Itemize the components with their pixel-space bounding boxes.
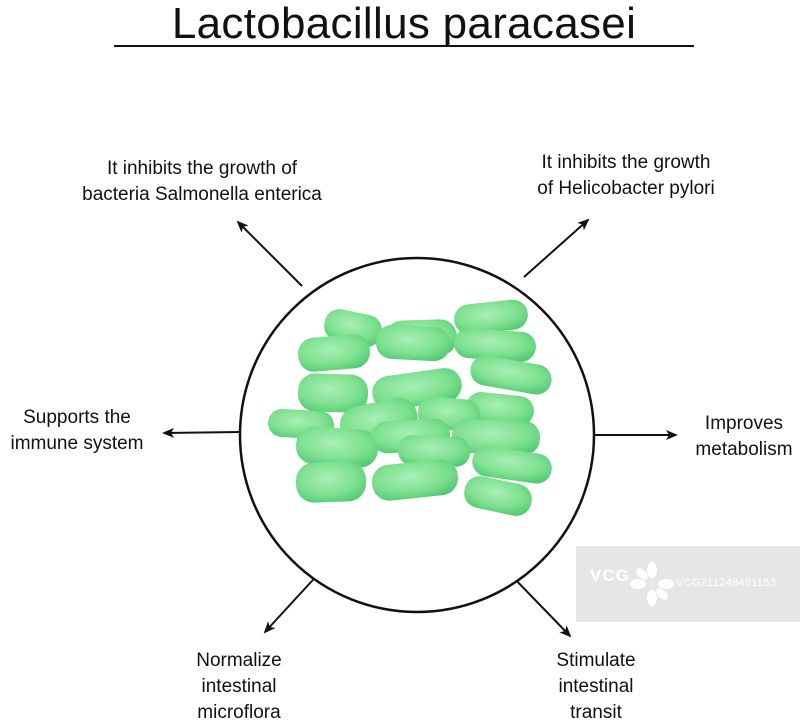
label-top-right: It inhibits the growth of Helicobacter p…: [537, 150, 714, 202]
label-bottom-left: Normalize intestinal microflora: [196, 648, 282, 726]
bacterium: [470, 355, 552, 395]
arrow-bottom-right: [507, 571, 572, 638]
arrow-top-left: [236, 220, 303, 287]
watermark: VCG VCG211249491153: [576, 546, 800, 622]
bacterium: [451, 419, 541, 455]
bacterium: [454, 328, 536, 362]
watermark-id: VCG211249491153: [676, 577, 777, 589]
bacterium: [297, 373, 369, 413]
label-line: Normalize: [196, 650, 282, 671]
bacterium: [397, 435, 471, 467]
title-underline: [114, 45, 694, 47]
arrow-top-right: [523, 218, 590, 278]
label-line: intestinal: [201, 676, 277, 697]
label-line: Supports the: [23, 407, 131, 428]
label-line: transit: [570, 702, 622, 723]
watermark-logo: VCG: [590, 566, 630, 585]
label-line: bacteria Salmonella enterica: [82, 184, 322, 205]
bacterium: [372, 459, 458, 501]
label-line: microflora: [197, 702, 281, 723]
bacterium: [295, 426, 379, 468]
label-bottom-right: Stimulate intestinal transit: [556, 648, 635, 726]
bacterium: [464, 476, 532, 516]
arrow-left: [162, 427, 241, 438]
label-line: Stimulate: [556, 650, 636, 671]
label-line: immune system: [10, 433, 144, 454]
bacterium: [375, 324, 451, 362]
label-line: It inhibits the growth of: [106, 158, 298, 179]
bacteria-cluster: [268, 299, 552, 516]
label-line: intestinal: [558, 676, 634, 697]
bacterium: [454, 299, 528, 335]
bacterium: [472, 446, 552, 484]
label-line: Improves: [704, 413, 784, 434]
label-line: It inhibits the growth: [541, 152, 711, 173]
label-line: of Helicobacter pylori: [537, 178, 715, 199]
arrow-bottom-left: [263, 569, 323, 634]
bacterium: [466, 392, 534, 426]
watermark-flower-icon: [630, 562, 674, 606]
bacterium: [295, 461, 367, 503]
label-top-left: It inhibits the growth of bacteria Salmo…: [82, 156, 322, 208]
label-line: metabolism: [695, 439, 793, 460]
label-left: Supports the immune system: [10, 405, 143, 457]
bacterium: [297, 334, 371, 372]
label-right: Improves metabolism: [695, 411, 792, 463]
diagram-title: Lactobacillus paracasei: [171, 0, 637, 48]
